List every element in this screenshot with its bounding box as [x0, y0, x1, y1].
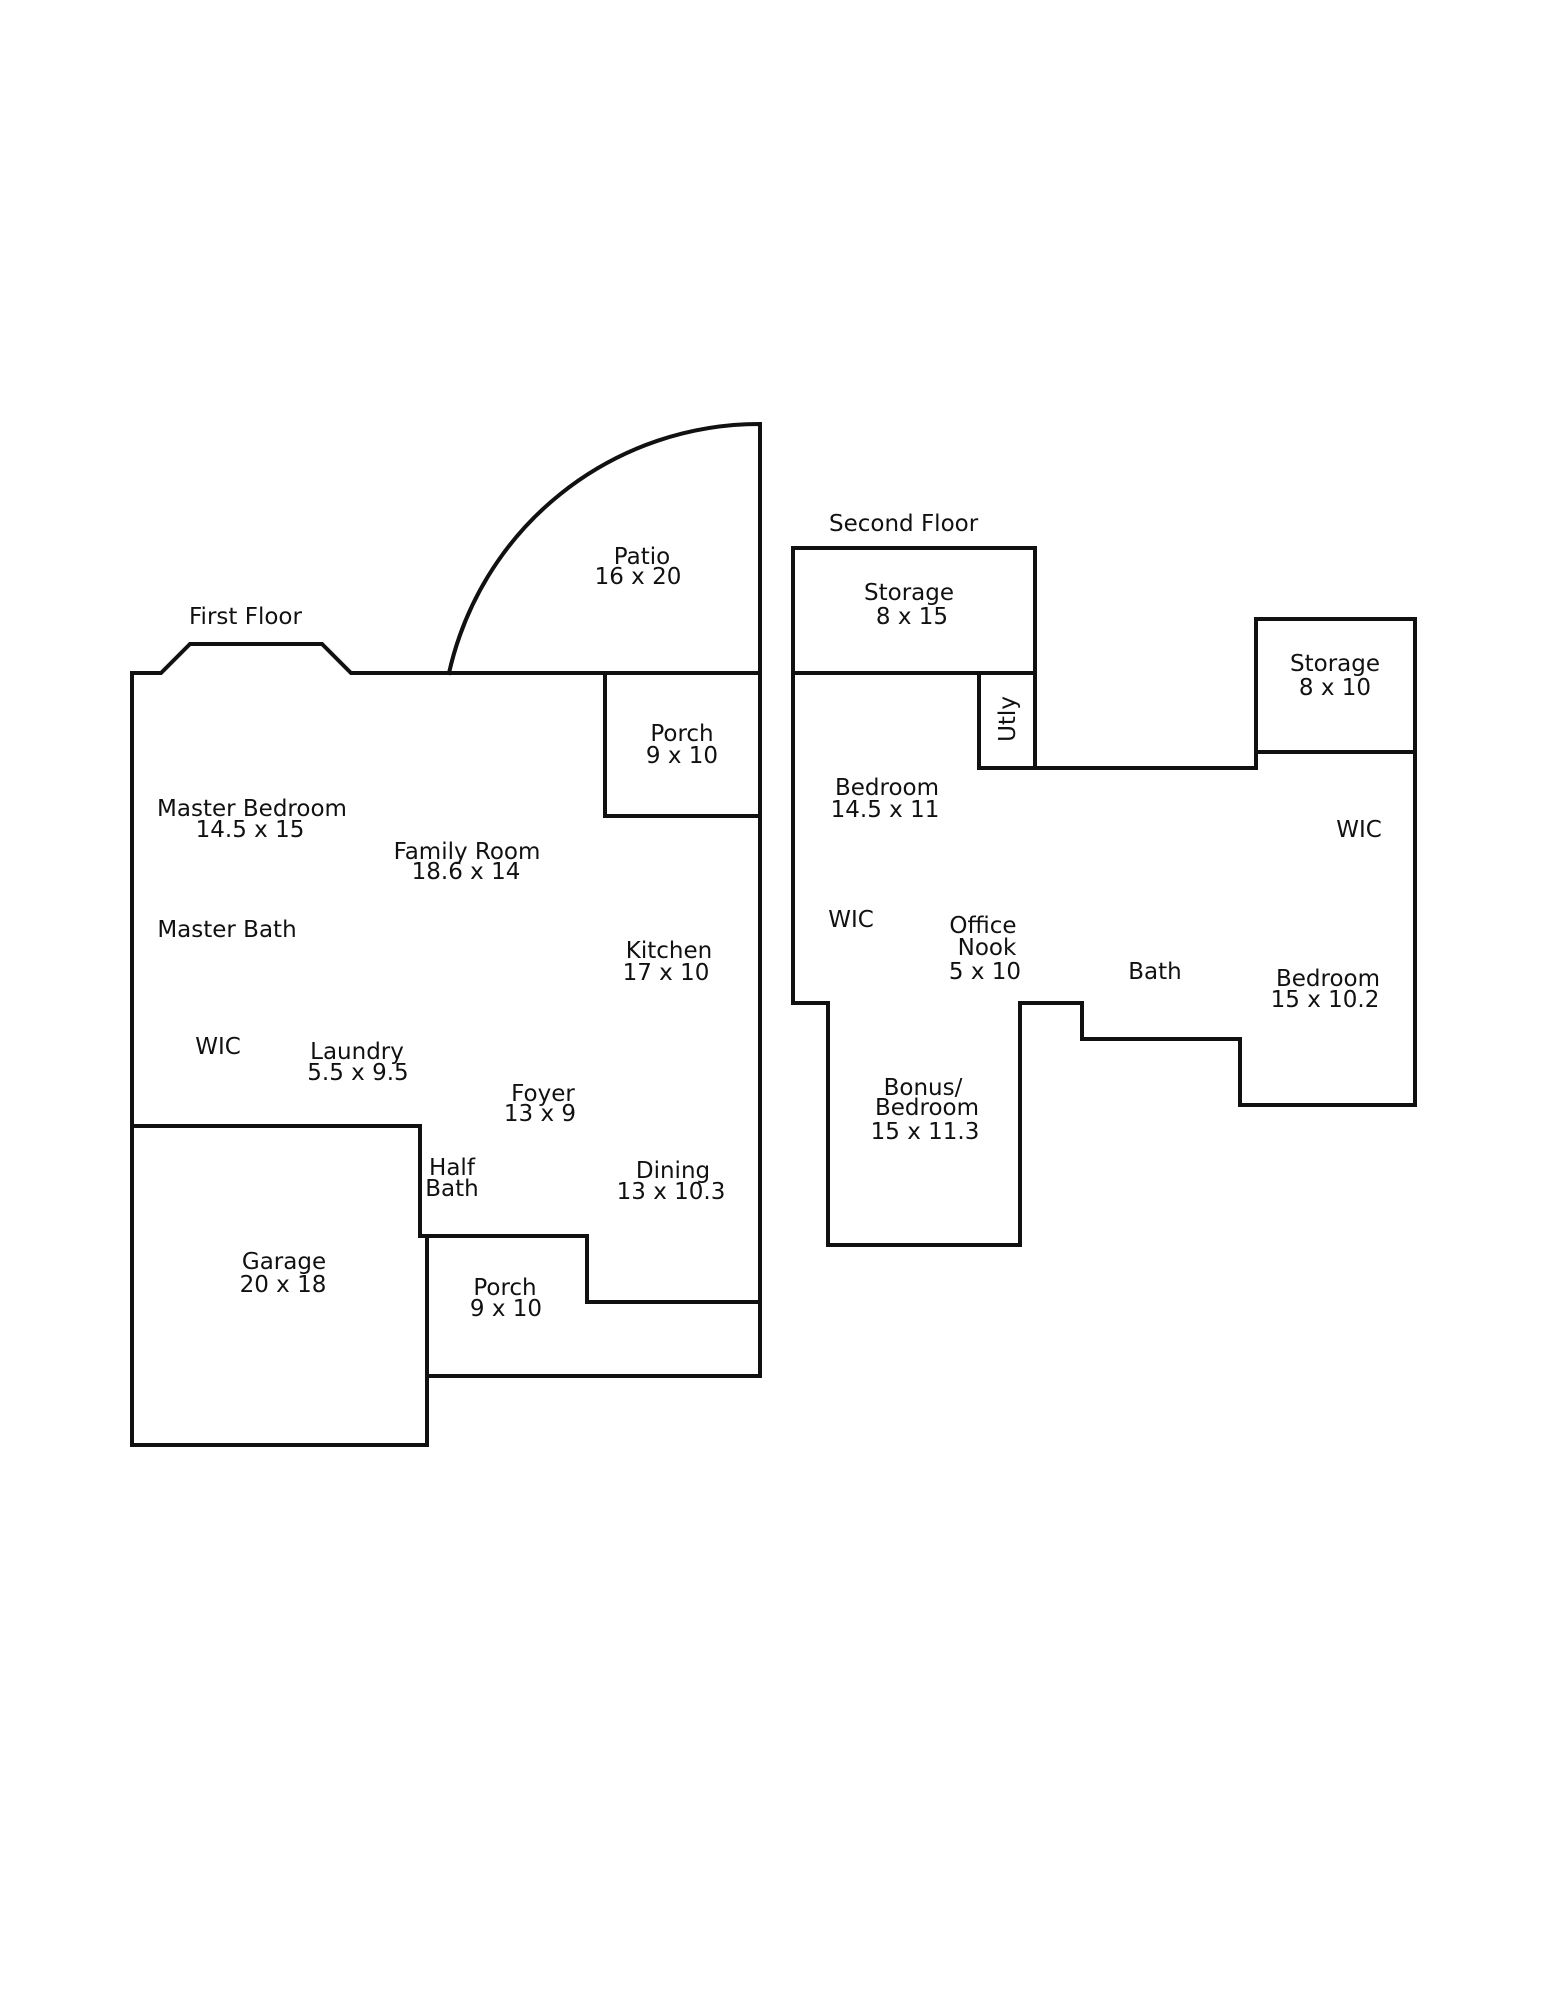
storage-left-label: Storage [864, 580, 954, 606]
porch-rear-walls [603, 671, 762, 818]
garage-dims: 20 x 18 [240, 1272, 327, 1298]
second-floor-outline [791, 546, 1417, 1247]
family-room-label: Family Room [394, 839, 541, 865]
family-room-dims: 18.6 x 14 [412, 859, 521, 885]
storage-left-dims: 8 x 15 [876, 604, 948, 630]
porch-rear-label: Porch [650, 721, 713, 747]
patio-arc [446, 421, 762, 676]
wic-label: WIC [195, 1034, 241, 1060]
master-bedroom-label: Master Bedroom [157, 796, 347, 822]
bonus-label-line2: Bedroom [875, 1095, 979, 1121]
second-floor-walls [791, 546, 1417, 1247]
first-floor-title: First Floor [189, 604, 302, 630]
laundry-label: Laundry [310, 1039, 404, 1065]
half-bath-label-line1: Half [429, 1155, 476, 1181]
storage-right-label: Storage [1290, 651, 1380, 677]
foyer-dims: 13 x 9 [504, 1101, 576, 1127]
laundry-dims: 5.5 x 9.5 [307, 1060, 408, 1086]
bonus-label-line1: Bonus/ [884, 1075, 963, 1101]
porch-rear-dims: 9 x 10 [646, 743, 718, 769]
bath-label: Bath [1128, 959, 1181, 985]
office-nook-label-line1: Office [949, 913, 1016, 939]
first-floor-outline [130, 642, 762, 1447]
second-floor-labels: Storage 8 x 15 Storage 8 x 10 Utly Bedro… [828, 580, 1382, 1145]
porch-front-walls [418, 1234, 762, 1304]
garage-label: Garage [242, 1249, 326, 1275]
dining-dims: 13 x 10.3 [617, 1179, 726, 1205]
master-bedroom-dims: 14.5 x 15 [196, 817, 305, 843]
kitchen-dims: 17 x 10 [623, 960, 710, 986]
office-nook-dims: 5 x 10 [949, 959, 1021, 985]
wic-left-label: WIC [828, 907, 874, 933]
kitchen-label: Kitchen [626, 938, 712, 964]
office-nook-label-line2: Nook [958, 935, 1017, 961]
first-floor-walls [130, 421, 762, 1447]
patio-label: Patio [614, 544, 670, 570]
porch-front-label: Porch [473, 1275, 536, 1301]
patio-dims: 16 x 20 [595, 564, 682, 590]
utly-walls [977, 671, 1037, 770]
half-bath-label-line2: Bath [425, 1176, 478, 1202]
master-bath-label: Master Bath [157, 917, 296, 943]
second-floor-title: Second Floor [829, 511, 979, 537]
storage-right-dims: 8 x 10 [1299, 675, 1371, 701]
bedroom-left-label: Bedroom [835, 775, 939, 801]
bedroom-right-dims: 15 x 10.2 [1271, 987, 1380, 1013]
dining-label: Dining [636, 1158, 710, 1184]
first-floor-labels: Patio 16 x 20 Porch 9 x 10 Master Bedroo… [157, 544, 725, 1322]
porch-front-dims: 9 x 10 [470, 1296, 542, 1322]
utly-label: Utly [995, 696, 1021, 742]
wic-right-label: WIC [1336, 817, 1382, 843]
bedroom-left-dims: 14.5 x 11 [831, 797, 940, 823]
bedroom-right-label: Bedroom [1276, 966, 1380, 992]
foyer-label: Foyer [511, 1081, 575, 1107]
bonus-dims: 15 x 11.3 [871, 1119, 980, 1145]
